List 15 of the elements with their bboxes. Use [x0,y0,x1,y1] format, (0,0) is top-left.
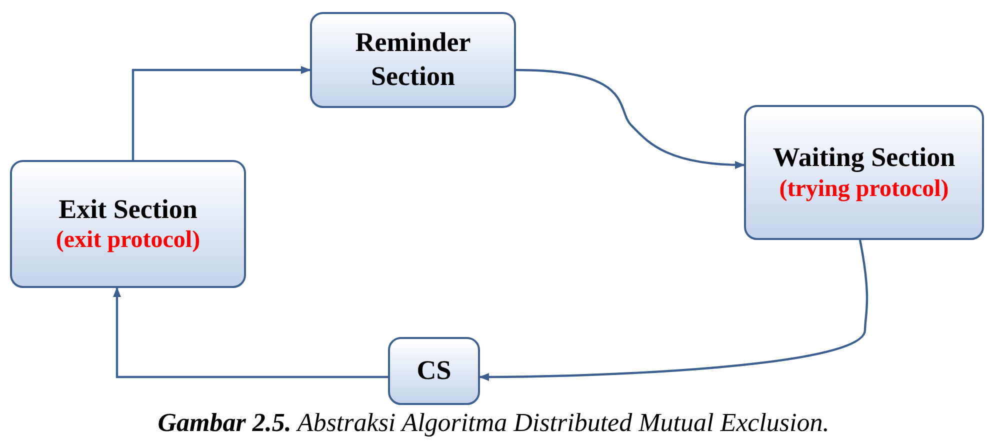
process-box [388,337,480,405]
node-title: CS [416,354,452,388]
arrow [479,240,868,381]
node-title: Reminder Section [354,26,472,93]
process-box [10,160,246,288]
process-box [310,12,516,108]
node-subtitle: (trying protocol) [779,174,949,204]
arrow [113,287,388,378]
figure-caption: Gambar 2.5. Abstraksi Algoritma Distributed Mutual Exclusion. [156,408,830,438]
arrow [132,66,311,160]
node-subtitle: (exit protocol) [56,226,200,256]
node-title: Waiting Section [772,141,956,174]
node-title: Exit Section [58,192,198,226]
process-box [744,105,984,240]
arrow [516,68,745,169]
